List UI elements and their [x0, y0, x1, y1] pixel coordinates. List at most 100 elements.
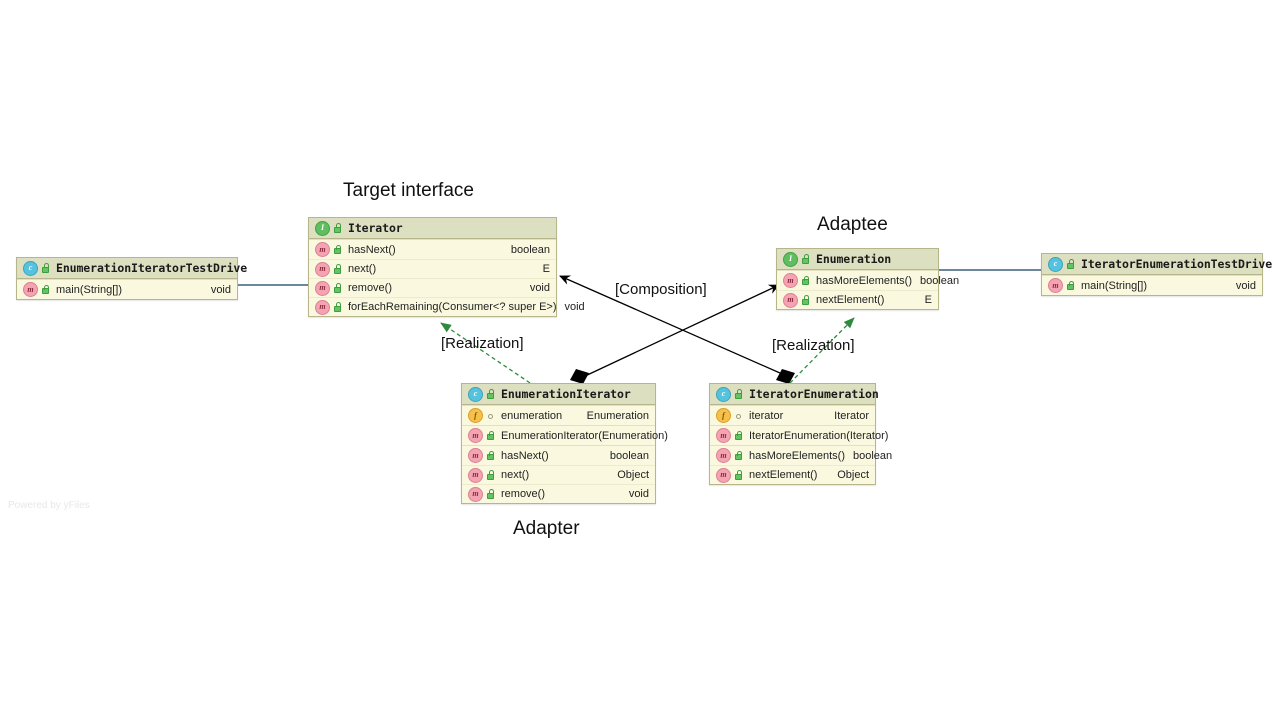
member-name: nextElement() [816, 294, 885, 306]
annotation-realization-label-left: [Realization] [441, 335, 524, 352]
member-type: Object [837, 469, 869, 481]
uml-member-row[interactable]: m EnumerationIterator(Enumeration) [462, 426, 668, 445]
member-name: main(String[]) [1081, 279, 1148, 292]
uml-node-header: I Enumeration [777, 249, 938, 270]
method-icon: m [315, 299, 330, 315]
member-name: remove() [348, 282, 393, 294]
member-name: hasNext() [501, 449, 549, 462]
method-icon: m [315, 242, 330, 257]
member-type: Object [617, 469, 649, 481]
public-lock-icon [41, 284, 50, 295]
uml-node-section: m IteratorEnumeration(Iterator) [710, 425, 888, 445]
yfiles-watermark: Powered by yFiles [8, 500, 90, 511]
member-name: hasMoreElements() [749, 449, 845, 462]
public-lock-icon [486, 430, 495, 441]
class-icon: c [1048, 256, 1063, 272]
member-type: void [628, 488, 649, 500]
member-type: E [542, 263, 550, 275]
public-lock-icon [1066, 280, 1075, 291]
public-lock-icon [486, 470, 495, 480]
method-icon: m [468, 486, 483, 502]
method-icon: m [1048, 278, 1063, 293]
member-name: hasNext() [348, 243, 396, 256]
uml-node-title: IteratorEnumerationTestDrive [1081, 257, 1273, 271]
member-name: next() [501, 469, 530, 481]
method-icon: m [716, 448, 731, 463]
edge-composition-enumeration-iterator [570, 284, 780, 384]
method-icon: m [783, 292, 798, 308]
public-lock-icon [734, 470, 743, 480]
method-icon: m [468, 448, 483, 463]
public-lock-icon [486, 389, 495, 399]
method-icon: m [716, 428, 731, 443]
method-icon: m [468, 428, 483, 443]
member-type: boolean [919, 274, 960, 287]
member-type: Iterator [834, 409, 869, 422]
public-lock-icon [801, 275, 810, 286]
member-name: hasMoreElements() [816, 274, 912, 287]
field-icon: f [468, 408, 483, 423]
private-dot-icon [486, 411, 495, 421]
public-lock-icon [801, 254, 810, 264]
uml-node-iterator-enumeration-test-drive[interactable]: c IteratorEnumerationTestDrive m main(Strin… [1041, 253, 1272, 296]
annotation-adaptee: Adaptee [817, 214, 888, 235]
annotation-realization-label-right: [Realization] [772, 337, 855, 354]
uml-node-section: m EnumerationIterator(Enumeration) [462, 425, 668, 445]
member-name: remove() [501, 488, 546, 500]
uml-member-row[interactable]: m remove() void [462, 484, 655, 503]
public-lock-icon [486, 489, 495, 499]
private-dot-icon [734, 411, 743, 421]
uml-node-title: Enumeration [816, 252, 892, 266]
member-name: next() [348, 263, 377, 275]
member-name: main(String[]) [56, 283, 123, 296]
class-icon: c [716, 386, 731, 402]
uml-node-title: IteratorEnumeration [749, 387, 879, 401]
public-lock-icon [333, 244, 342, 255]
interface-icon: I [783, 251, 798, 267]
public-lock-icon [734, 389, 743, 399]
public-lock-icon [486, 450, 495, 461]
annotation-target-interface: Target interface [343, 180, 474, 201]
member-name: EnumerationIterator(Enumeration) [501, 429, 668, 442]
uml-node-title: EnumerationIteratorTestDrive [56, 261, 248, 275]
member-type: boolean [510, 243, 550, 256]
public-lock-icon [333, 264, 342, 274]
uml-member-row[interactable]: m hasNext() boolean [309, 240, 556, 259]
edge-realization-enumeration-iterator [440, 322, 531, 384]
member-name: IteratorEnumeration(Iterator) [749, 429, 889, 442]
public-lock-icon [333, 302, 342, 312]
uml-member-row[interactable]: m hasNext() boolean [462, 446, 655, 465]
annotation-composition-label: [Composition] [615, 281, 707, 298]
uml-member-row[interactable]: m IteratorEnumeration(Iterator) [710, 426, 888, 445]
method-icon: m [23, 282, 38, 297]
public-lock-icon [734, 450, 743, 461]
member-type: boolean [609, 449, 649, 462]
member-type: void [529, 282, 550, 294]
